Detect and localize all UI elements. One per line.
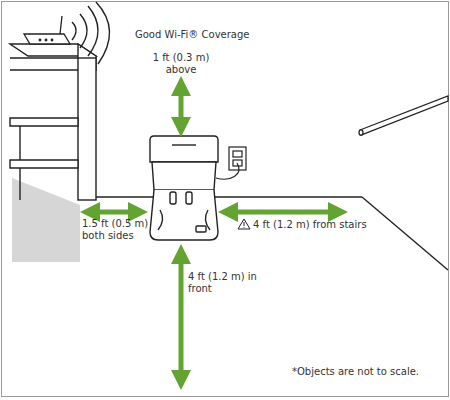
wifi-waves [72, 2, 110, 64]
railing [359, 96, 448, 135]
outlet [216, 147, 246, 179]
dimension-label: 4 ft (1.2 m) in front [188, 271, 258, 295]
warning-icon [238, 219, 250, 229]
dimension-label: 1.5 ft (0.5 m) both sides [82, 218, 162, 242]
floor-lines [96, 197, 448, 270]
shadow [12, 178, 80, 262]
shelf [10, 44, 96, 200]
dimension-label: 4 ft (1.2 m) from stairs [253, 219, 393, 231]
router [24, 16, 70, 44]
wifi-note: Good Wi-Fi® Coverage [135, 29, 265, 41]
scale-note: *Objects are not to scale. [292, 366, 444, 378]
dimension-label: 1 ft (0.3 m) above [146, 52, 216, 76]
dock [150, 136, 218, 240]
